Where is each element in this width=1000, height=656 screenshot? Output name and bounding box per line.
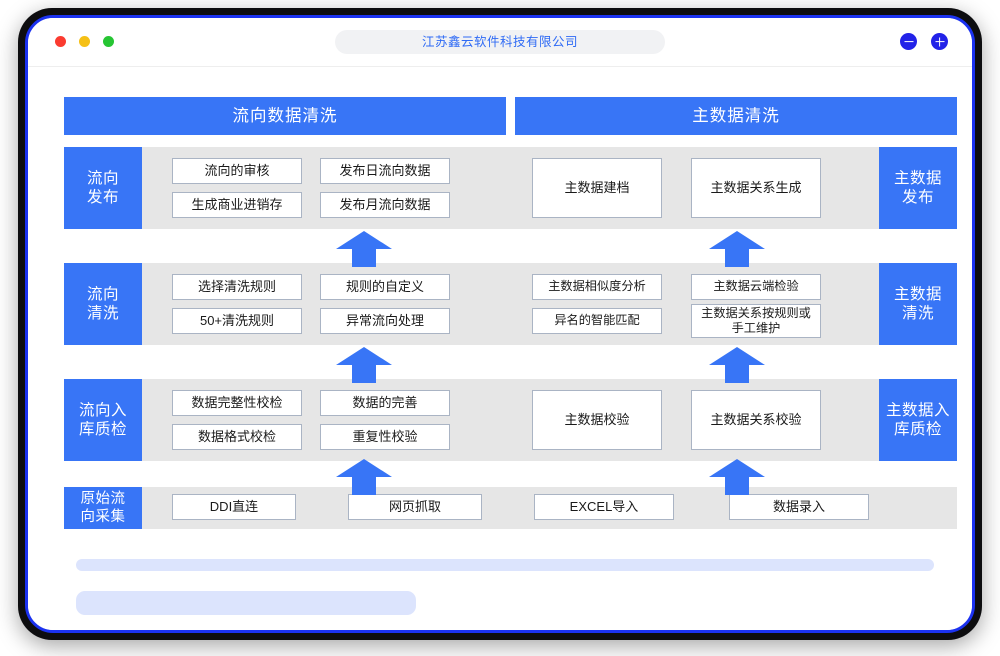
arrow-up-collection-to-master-quality xyxy=(709,459,765,495)
close-light-icon[interactable] xyxy=(55,36,66,47)
arrow-up-flow-quality-to-cleaning xyxy=(336,347,392,383)
cell-custom-rule[interactable]: 规则的自定义 xyxy=(320,274,450,300)
minus-button-icon[interactable] xyxy=(900,33,917,50)
row-label-master-cleaning: 主数据清洗 xyxy=(879,263,957,345)
traffic-lights xyxy=(55,36,114,47)
cell-duplicate-check[interactable]: 重复性校验 xyxy=(320,424,450,450)
cell-master-similarity[interactable]: 主数据相似度分析 xyxy=(532,274,662,300)
placeholder-bar-long xyxy=(76,559,934,571)
section-header-master: 主数据清洗 xyxy=(515,97,957,135)
cell-master-archiving[interactable]: 主数据建档 xyxy=(532,158,662,218)
row-label-flow-cleaning: 流向清洗 xyxy=(64,263,142,345)
cell-50plus-rules[interactable]: 50+清洗规则 xyxy=(172,308,302,334)
browser-window: 江苏鑫云软件科技有限公司 流向数据清洗 主数据清洗 流向发布 流向的审核 发布日… xyxy=(25,15,975,633)
cell-master-validation[interactable]: 主数据校验 xyxy=(532,390,662,450)
row-label-flow-quality: 流向入库质检 xyxy=(64,379,142,461)
window-controls xyxy=(900,33,948,50)
row-label-raw-collection: 原始流向采集 xyxy=(64,487,142,529)
cell-master-relation-maintain[interactable]: 主数据关系按规则或手工维护 xyxy=(691,304,821,338)
title-bar: 江苏鑫云软件科技有限公司 xyxy=(28,18,972,67)
placeholder-bar-short xyxy=(76,591,416,615)
cell-excel-import[interactable]: EXCEL导入 xyxy=(534,494,674,520)
minimize-light-icon[interactable] xyxy=(79,36,90,47)
cell-publish-monthly-flow[interactable]: 发布月流向数据 xyxy=(320,192,450,218)
device-frame: 江苏鑫云软件科技有限公司 流向数据清洗 主数据清洗 流向发布 流向的审核 发布日… xyxy=(18,8,982,640)
plus-button-icon[interactable] xyxy=(931,33,948,50)
cell-select-clean-rule[interactable]: 选择清洗规则 xyxy=(172,274,302,300)
cell-data-enrichment[interactable]: 数据的完善 xyxy=(320,390,450,416)
address-bar[interactable]: 江苏鑫云软件科技有限公司 xyxy=(335,30,665,54)
cell-data-entry[interactable]: 数据录入 xyxy=(729,494,869,520)
arrow-up-master-quality-to-cleaning xyxy=(709,347,765,383)
arrow-up-flow-cleaning-to-publish xyxy=(336,231,392,267)
cell-flow-audit[interactable]: 流向的审核 xyxy=(172,158,302,184)
cell-data-format-check[interactable]: 数据格式校检 xyxy=(172,424,302,450)
arrow-up-collection-to-flow-quality xyxy=(336,459,392,495)
stage-row-collection: 原始流向采集 DDI直连 网页抓取 EXCEL导入 数据录入 xyxy=(64,487,957,529)
cell-abnormal-flow[interactable]: 异常流向处理 xyxy=(320,308,450,334)
stage-row-publish: 流向发布 流向的审核 发布日流向数据 生成商业进销存 发布月流向数据 主数据建档… xyxy=(64,147,957,229)
cell-data-integrity-check[interactable]: 数据完整性校检 xyxy=(172,390,302,416)
diagram-canvas: 流向数据清洗 主数据清洗 流向发布 流向的审核 发布日流向数据 生成商业进销存 … xyxy=(28,67,972,630)
stage-row-quality: 流向入库质检 数据完整性校检 数据的完善 数据格式校检 重复性校验 主数据校验 … xyxy=(64,379,957,461)
cell-web-scraping[interactable]: 网页抓取 xyxy=(348,494,482,520)
stage-row-cleaning: 流向清洗 选择清洗规则 规则的自定义 50+清洗规则 异常流向处理 主数据相似度… xyxy=(64,263,957,345)
arrow-up-master-cleaning-to-publish xyxy=(709,231,765,267)
cell-publish-daily-flow[interactable]: 发布日流向数据 xyxy=(320,158,450,184)
section-header-flow: 流向数据清洗 xyxy=(64,97,506,135)
row-label-flow-publish: 流向发布 xyxy=(64,147,142,229)
cell-ddi-direct[interactable]: DDI直连 xyxy=(172,494,296,520)
cell-alias-matching[interactable]: 异名的智能匹配 xyxy=(532,308,662,334)
row-label-master-quality: 主数据入库质检 xyxy=(879,379,957,461)
row-label-master-publish: 主数据发布 xyxy=(879,147,957,229)
cell-generate-inventory[interactable]: 生成商业进销存 xyxy=(172,192,302,218)
cell-master-relation-validation[interactable]: 主数据关系校验 xyxy=(691,390,821,450)
maximize-light-icon[interactable] xyxy=(103,36,114,47)
cell-master-cloud-check[interactable]: 主数据云端检验 xyxy=(691,274,821,300)
cell-master-relation-gen[interactable]: 主数据关系生成 xyxy=(691,158,821,218)
